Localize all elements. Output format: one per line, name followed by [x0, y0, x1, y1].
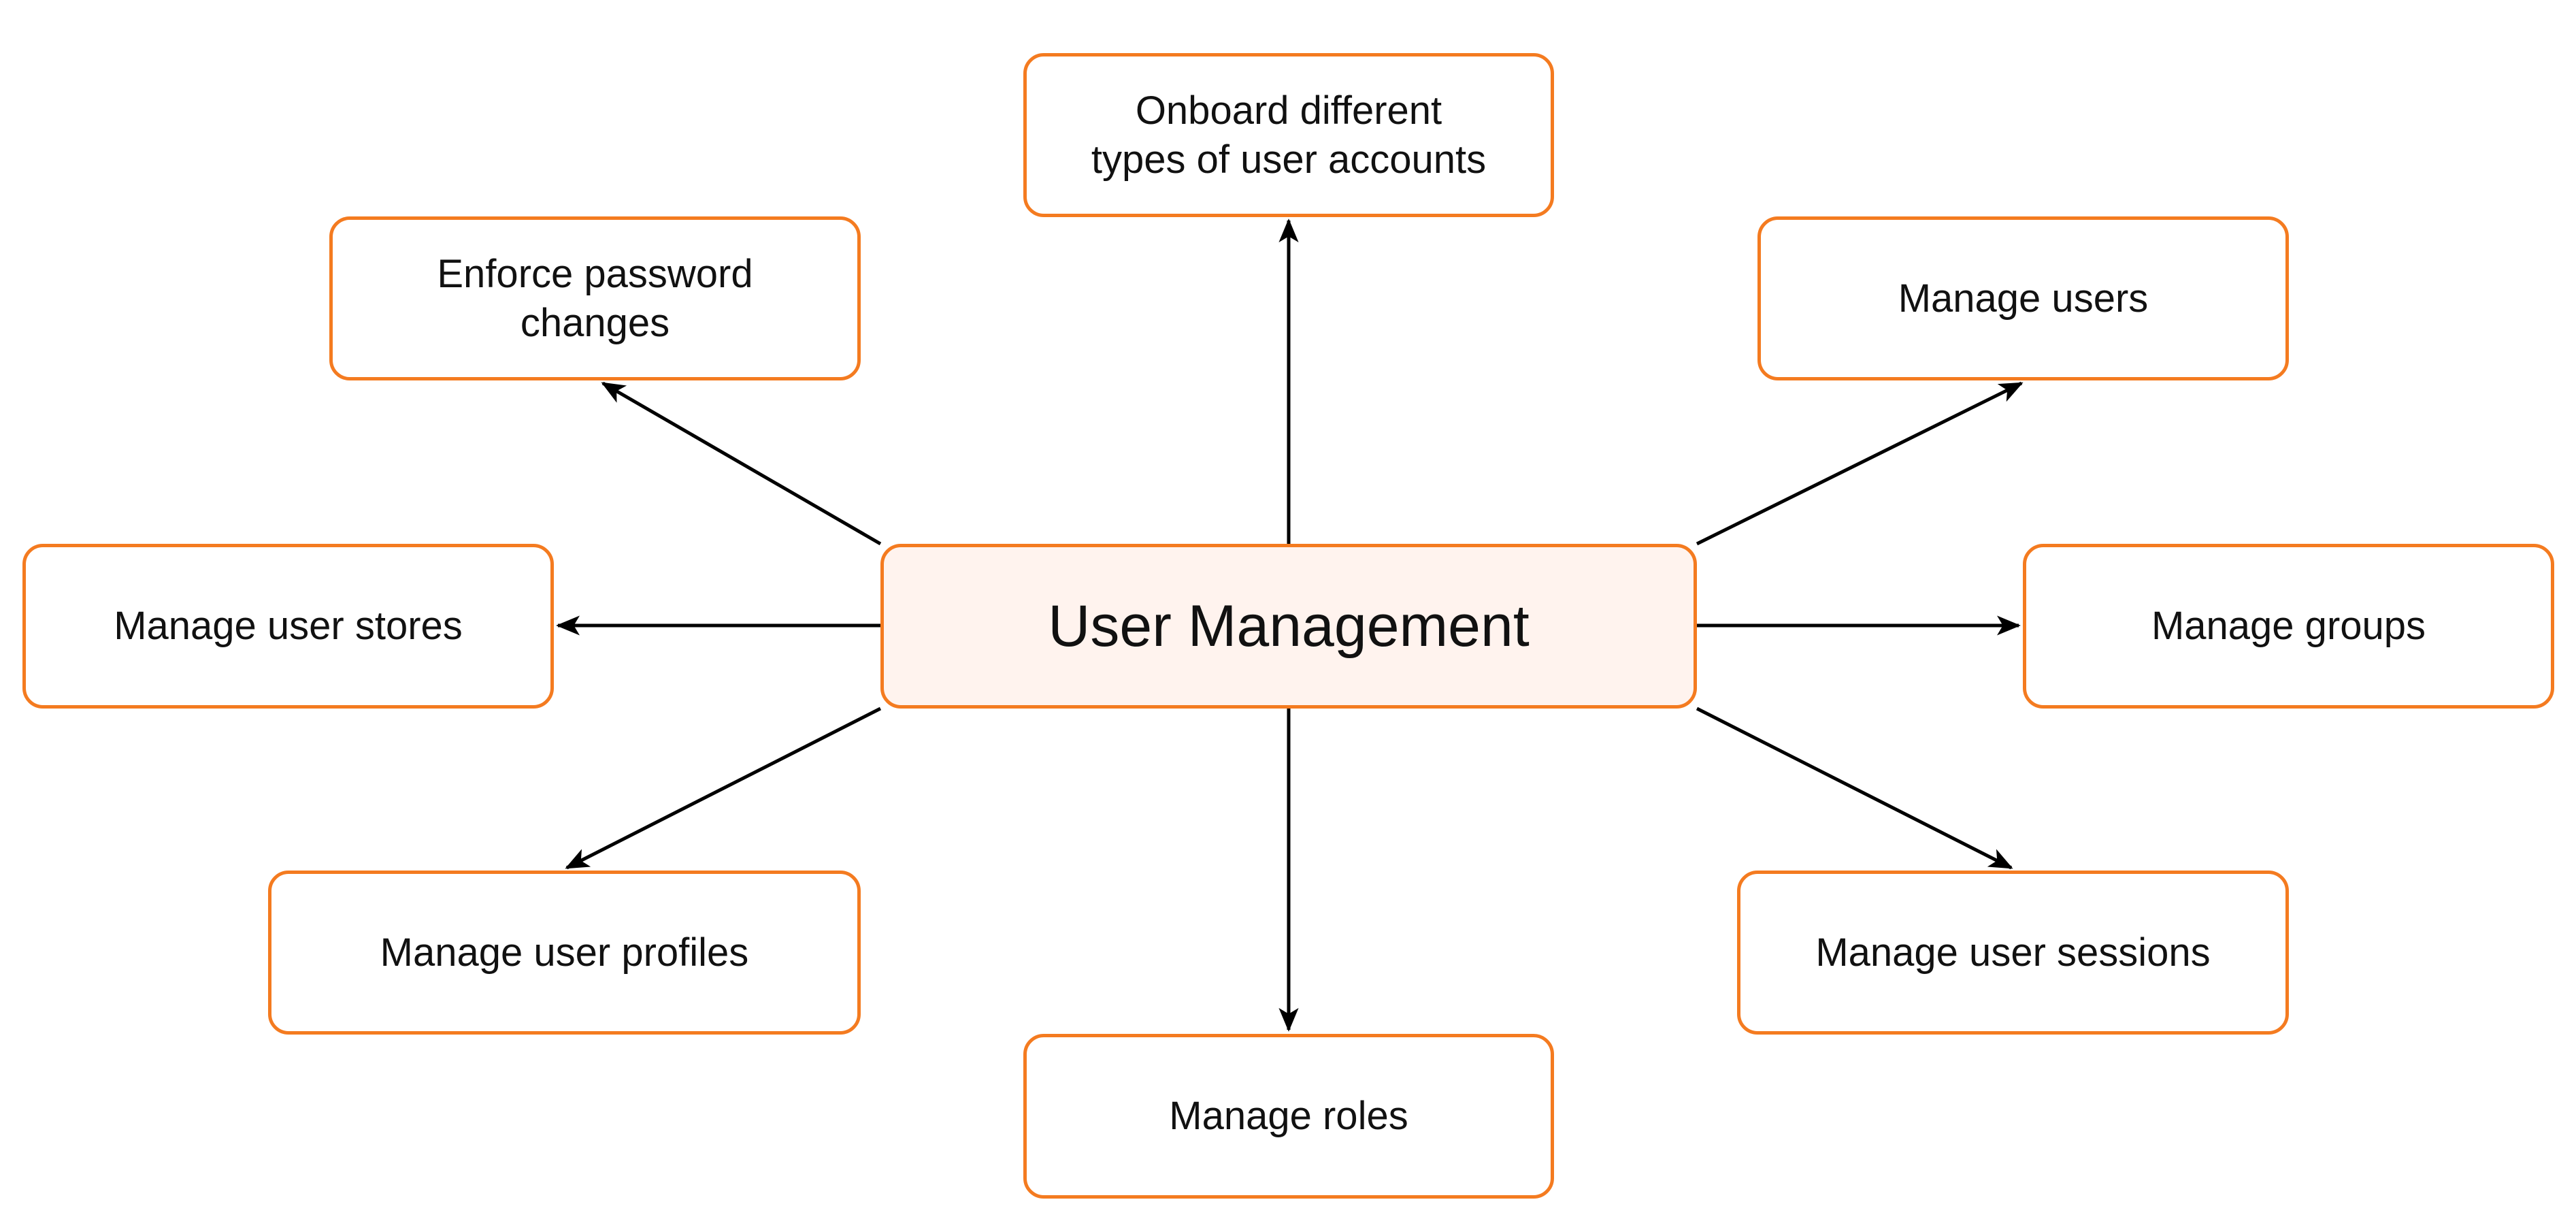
node-manage-roles: Manage roles [1023, 1034, 1554, 1199]
node-label: Manage user profiles [380, 930, 749, 975]
node-manage-user-stores: Manage user stores [22, 544, 554, 709]
arrow-to-lower-right [1696, 706, 2013, 870]
node-label: Manage user stores [114, 604, 463, 648]
node-label: Manage groups [2151, 604, 2426, 648]
arrow-to-lower-left [565, 706, 882, 870]
center-node-user-management: User Management [880, 544, 1697, 709]
node-manage-groups: Manage groups [2023, 544, 2554, 709]
node-label: Manage user sessions [1815, 930, 2211, 975]
center-node-label: User Management [1048, 594, 1530, 659]
node-label: Enforce password changes [437, 251, 753, 345]
node-label: Manage roles [1169, 1094, 1408, 1138]
node-onboard-user-accounts: Onboard different types of user accounts [1023, 53, 1554, 217]
node-manage-users: Manage users [1757, 216, 2289, 380]
node-manage-user-profiles: Manage user profiles [268, 871, 861, 1035]
arrow-to-upper-right [1696, 381, 2024, 546]
node-label: Onboard different types of user accounts [1091, 88, 1487, 182]
node-enforce-password-changes: Enforce password changes [329, 216, 861, 380]
arrow-to-upper-left [601, 381, 882, 546]
node-label: Manage users [1898, 276, 2149, 321]
node-manage-user-sessions: Manage user sessions [1737, 871, 2289, 1035]
